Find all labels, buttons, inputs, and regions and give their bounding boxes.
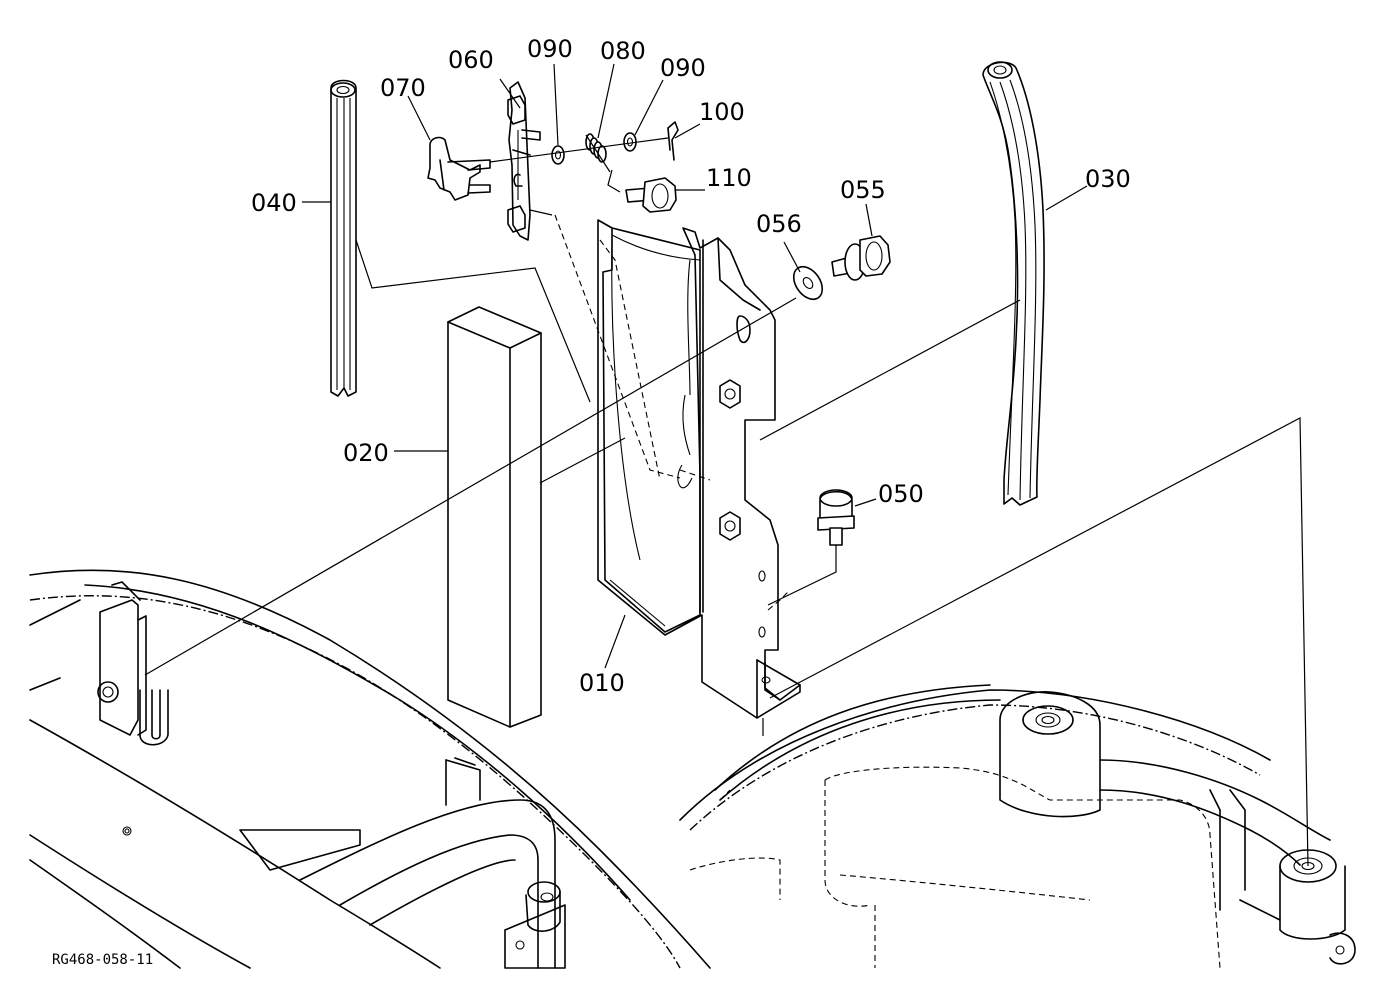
- part-020-foam-block: [447, 306, 542, 728]
- part-070-latch-lever: [427, 136, 491, 201]
- part-080-spring: [585, 133, 611, 173]
- callout-110: 110: [706, 164, 752, 192]
- callout-060: 060: [448, 46, 494, 74]
- callout-090-a: 090: [527, 35, 573, 63]
- callout-010: 010: [579, 669, 625, 697]
- callout-030: 030: [1085, 165, 1131, 193]
- part-090-washer-a: [551, 145, 565, 165]
- callout-090-b: 090: [660, 54, 706, 82]
- part-110-bolt: [625, 177, 677, 213]
- callout-020: 020: [343, 439, 389, 467]
- part-010-bracket: [554, 214, 801, 719]
- machine-frame: [29, 569, 1356, 969]
- callout-055: 055: [840, 176, 886, 204]
- callout-056: 056: [756, 210, 802, 238]
- assembly-lines: [144, 169, 1309, 867]
- diagram-code: RG468-058-11: [52, 952, 153, 968]
- part-100-cotter-pin: [667, 121, 679, 161]
- part-040-seal-strip: [330, 79, 357, 397]
- callout-050: 050: [878, 480, 924, 508]
- part-050-bolt: [817, 489, 855, 546]
- part-060-latch-plate: [507, 81, 541, 241]
- callout-070: 070: [380, 74, 426, 102]
- part-056-washer: [792, 265, 824, 301]
- part-055-bolt: [831, 235, 891, 281]
- assembly-axis: [489, 137, 669, 163]
- callout-labels: 060 090 080 090 070 100 110 040 055 056 …: [251, 35, 1131, 697]
- callout-040: 040: [251, 189, 297, 217]
- callout-100: 100: [699, 98, 745, 126]
- callout-080: 080: [600, 37, 646, 65]
- part-030-seal-strip: [982, 61, 1045, 506]
- callout-leaders: [302, 63, 1088, 669]
